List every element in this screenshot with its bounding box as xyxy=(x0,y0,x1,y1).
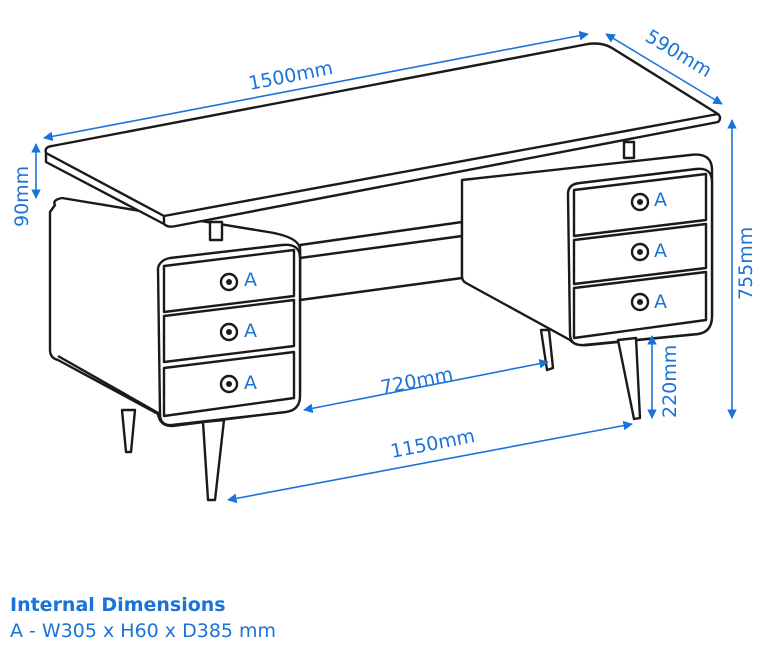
desk-diagram: A A A A A A 1500mm 590mm 90mm 755mm 720m… xyxy=(11,25,757,504)
leg-height-label: 220mm xyxy=(659,345,681,418)
height-label: 755mm xyxy=(735,227,757,300)
far-leg-left xyxy=(120,408,137,454)
leg-span-dimension-line xyxy=(227,420,633,504)
handle-icon xyxy=(630,292,650,312)
back-panel xyxy=(298,220,464,302)
left-pedestal xyxy=(48,196,302,428)
handle-icon xyxy=(219,374,239,394)
left-drawer-1 xyxy=(162,248,296,314)
drawer-label: A xyxy=(244,320,257,342)
leg-span-label: 1150mm xyxy=(389,425,477,463)
handle-icon xyxy=(219,272,239,292)
depth-dimension-line xyxy=(605,33,723,105)
inner-gap-dimension-line xyxy=(303,358,549,414)
inner-gap-label: 720mm xyxy=(379,363,455,399)
internal-dimensions-spec: A - W305 x H60 x D385 mm xyxy=(10,620,277,642)
internal-dimensions-title: Internal Dimensions xyxy=(10,594,226,616)
handle-icon xyxy=(630,192,650,212)
right-drawer-1 xyxy=(572,172,708,238)
width-label: 1500mm xyxy=(247,57,335,95)
top-thickness-label: 90mm xyxy=(11,166,33,227)
internal-dimensions-note: Internal Dimensions A - W305 x H60 x D38… xyxy=(10,592,276,644)
near-leg-right xyxy=(616,336,642,421)
drawer-label: A xyxy=(654,189,667,211)
left-drawer-2 xyxy=(162,298,296,364)
near-leg-left xyxy=(201,418,226,502)
width-dimension-line xyxy=(43,30,589,142)
handle-icon xyxy=(630,242,650,262)
drawer-label: A xyxy=(654,240,667,262)
drawer-label: A xyxy=(654,291,667,313)
drawer-label: A xyxy=(244,372,257,394)
far-leg-right xyxy=(539,328,555,372)
top-support-right xyxy=(622,140,636,160)
right-drawer-3 xyxy=(572,270,708,340)
top-support-left xyxy=(208,220,224,242)
drawer-label: A xyxy=(244,269,257,291)
handle-icon xyxy=(219,322,239,342)
right-pedestal xyxy=(460,153,714,347)
right-drawer-2 xyxy=(572,222,708,286)
left-drawer-3 xyxy=(162,350,296,418)
